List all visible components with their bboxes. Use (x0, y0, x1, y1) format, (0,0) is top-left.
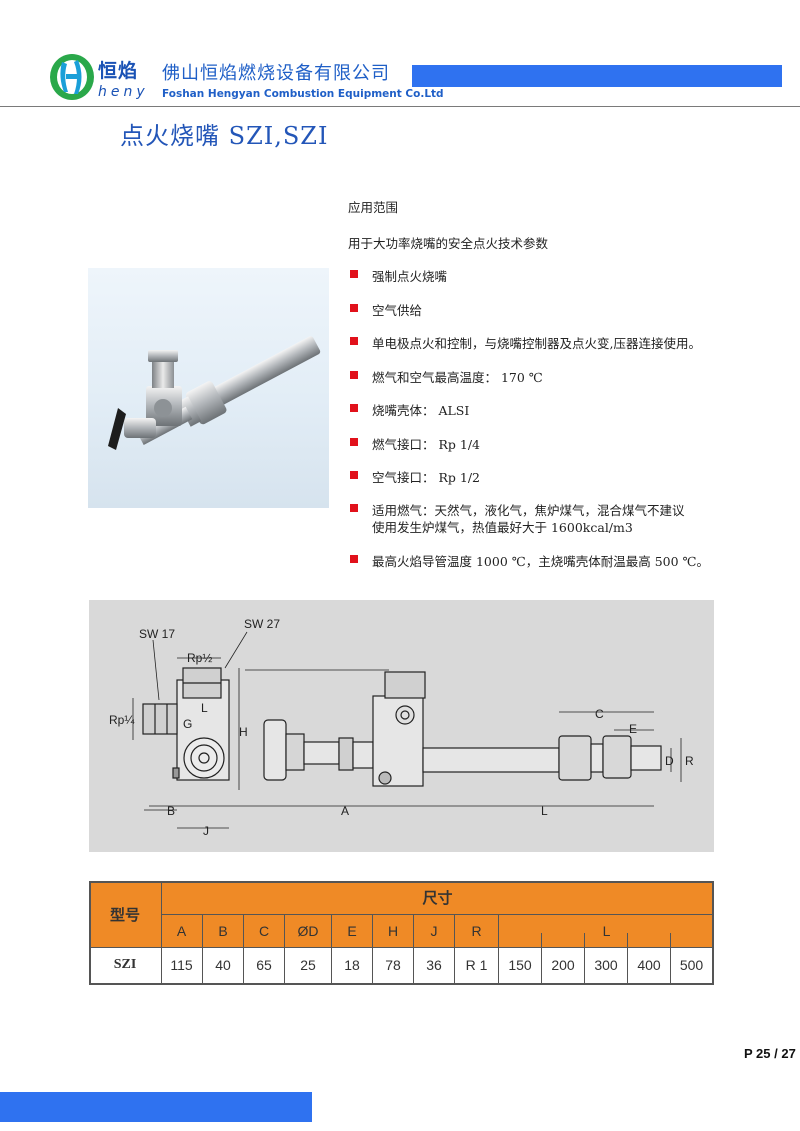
table-cell: 40 (202, 947, 243, 983)
bullet-square-icon (350, 270, 358, 278)
table-col-header-l: L (498, 914, 714, 947)
dim-label-b: B (167, 804, 175, 818)
table-col-header: B (202, 914, 243, 947)
footer-accent-bar (0, 1092, 312, 1122)
dim-label-l-small: L (201, 701, 208, 715)
spec-intro: 用于大功率烧嘴的安全点火技术参数 (348, 236, 549, 251)
table-col-header: A (176, 922, 187, 939)
page-number: P 25 / 27 (744, 1046, 796, 1061)
table-cell: 18 (331, 947, 372, 983)
dim-label-e: E (629, 722, 637, 736)
table-col-header: E (331, 914, 372, 947)
dim-label-h: H (239, 725, 248, 739)
table-cell: 400 (627, 933, 670, 983)
table-col-header: C (243, 914, 284, 947)
table-cell: 25 (284, 947, 331, 983)
dim-label-g: G (183, 717, 192, 731)
table-col-header: ØD (284, 914, 331, 947)
table-cell: 36 (413, 947, 454, 983)
dim-label-l: L (541, 804, 548, 818)
dim-label-sw27: SW 27 (244, 617, 280, 631)
dimension-table: 型号 尺寸 A B C ØD E H J R L SZI 115 40 65 2… (89, 881, 714, 985)
brand-name-en: heny (98, 84, 149, 100)
technical-drawing: SW 17 SW 27 Rp½ Rp¼ G L H B J A L C E D … (89, 600, 714, 852)
spec-heading: 应用范围 (348, 200, 399, 215)
table-cell: R 1 (454, 947, 498, 983)
brand-name-cn: 恒焰 (98, 60, 139, 82)
table-cell: 65 (243, 947, 284, 983)
company-name-en: Foshan Hengyan Combustion Equipment Co.L… (162, 88, 444, 100)
dim-label-j: J (203, 824, 209, 838)
dim-label-a: A (341, 804, 349, 818)
header-divider (0, 106, 800, 107)
table-cell: 115 (170, 957, 193, 973)
bullet-square-icon (350, 337, 358, 345)
bullet-square-icon (350, 438, 358, 446)
table-cell: 300 (584, 933, 627, 983)
dim-label-r: R (685, 754, 694, 768)
table-cell-model: SZI (113, 957, 137, 972)
company-name-cn: 佛山恒焰燃烧设备有限公司 (162, 63, 390, 84)
bullet-square-icon (350, 504, 358, 512)
table-cell: 500 (670, 933, 712, 983)
bullet-square-icon (350, 555, 358, 563)
table-col-header: H (372, 914, 413, 947)
dim-label-rp14: Rp¼ (109, 713, 135, 727)
product-photo (88, 268, 329, 508)
dim-label-sw17: SW 17 (139, 627, 175, 641)
bullet-square-icon (350, 404, 358, 412)
bullet-square-icon (350, 471, 358, 479)
header-accent-bar (412, 65, 782, 87)
table-col-header: R (454, 914, 498, 947)
table-header-dimensions: 尺寸 (422, 890, 453, 907)
table-header-model: 型号 (109, 906, 140, 924)
table-cell: 200 (541, 933, 584, 983)
dim-label-rp12: Rp½ (187, 651, 212, 665)
dim-label-c: C (595, 707, 604, 721)
table-col-header: J (413, 914, 454, 947)
heny-logo-icon (48, 52, 96, 102)
dim-label-d: D (665, 754, 674, 768)
table-cell: 150 (498, 933, 541, 983)
page-title: 点火烧嘴 SZI,SZI (120, 122, 329, 150)
table-cell: 78 (372, 947, 413, 983)
bullet-square-icon (350, 304, 358, 312)
bullet-square-icon (350, 371, 358, 379)
